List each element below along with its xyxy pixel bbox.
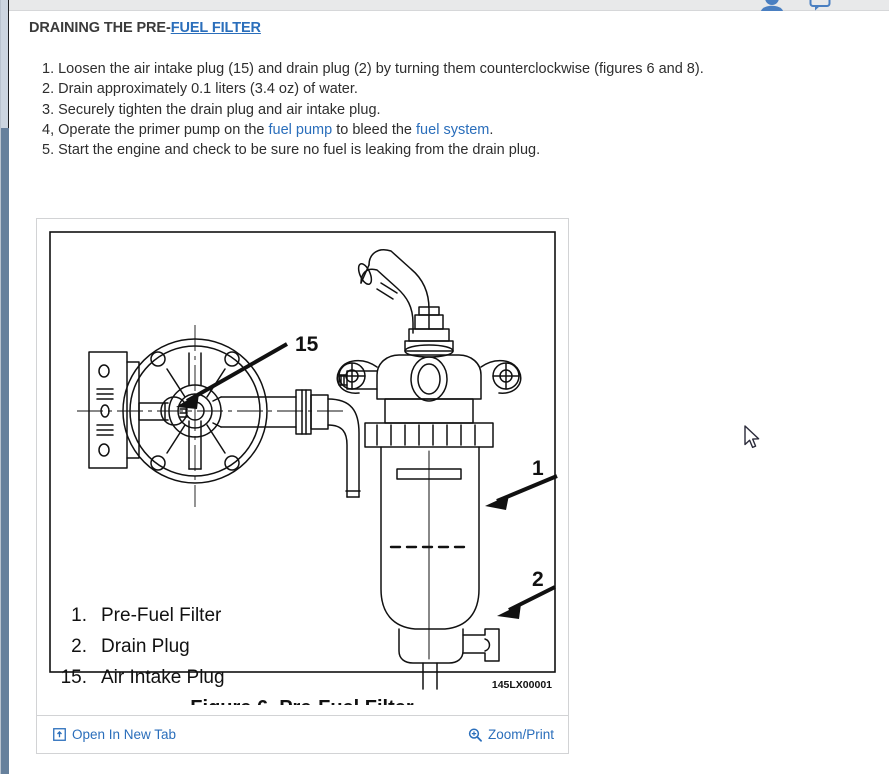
step-text: 2. Drain approximately 0.1 liters (3.4 o… (42, 81, 358, 98)
chat-bubble-icon[interactable] (809, 0, 831, 13)
open-in-new-tab-button[interactable]: Open In New Tab (53, 727, 176, 742)
step-text: . (489, 121, 494, 138)
procedure-steps-list: 1. Loosen the air intake plug (15) and d… (42, 59, 842, 160)
open-in-new-tab-label: Open In New Tab (72, 727, 177, 742)
scrollbar-thumb[interactable] (1, 128, 9, 774)
callout-15-leader (176, 342, 288, 409)
pre-fuel-filter-diagram: 15 1 2 1. Pre (49, 231, 558, 705)
figure-caption: Figure 6. Pre-Fuel Filter (190, 697, 414, 705)
figure-legend: 1. Pre-Fuel Filter 2. Drain Plug 15. Air… (61, 605, 225, 688)
legend-label-2: Drain Plug (101, 636, 190, 657)
legend-label-15: Air Intake Plug (101, 667, 225, 688)
legend-label-1: Pre-Fuel Filter (101, 605, 222, 626)
callout-2-leader (497, 585, 556, 619)
step-text: 3. Securely tighten the drain plug and a… (42, 101, 381, 118)
step-text: 4, Operate the primer pump on the (42, 121, 269, 138)
callout-1-label: 1 (532, 457, 544, 480)
step-inline-link[interactable]: fuel pump (268, 121, 333, 138)
vertical-scrollbar[interactable] (0, 0, 9, 774)
page-title-link[interactable]: FUEL FILTER (170, 20, 261, 36)
step-inline-link[interactable]: fuel system (416, 121, 490, 138)
procedure-step: 5. Start the engine and check to be sure… (42, 140, 842, 160)
procedure-step: 4, Operate the primer pump on the fuel p… (42, 120, 842, 140)
zoom-print-button[interactable]: Zoom/Print (468, 727, 554, 742)
page-title-plain: DRAINING THE PRE- (29, 20, 171, 36)
document-page: DRAINING THE PRE-FUEL FILTER 1. Loosen t… (9, 11, 889, 774)
callout-1-leader (485, 474, 558, 510)
step-text: 1. Loosen the air intake plug (15) and d… (42, 61, 704, 77)
zoom-print-label: Zoom/Print (487, 727, 554, 742)
scrollbar-track[interactable] (1, 0, 9, 128)
callout-2-label: 2 (532, 568, 544, 591)
figure-artwork: 15 1 2 1. Pre (47, 229, 558, 705)
page-title: DRAINING THE PRE-FUEL FILTER (29, 20, 261, 36)
legend-num-15: 15. (61, 667, 87, 688)
figure-toolbar: Open In New Tab Zoom/Print (37, 715, 568, 753)
scrollbar-edge (0, 0, 1, 774)
procedure-step: 2. Drain approximately 0.1 liters (3.4 o… (42, 79, 842, 99)
procedure-step: 3. Securely tighten the drain plug and a… (42, 100, 842, 120)
procedure-step: 1. Loosen the air intake plug (15) and d… (42, 59, 842, 79)
browser-top-chrome (0, 0, 889, 13)
callout-15-label: 15 (295, 333, 319, 356)
magnifier-plus-icon (468, 727, 482, 742)
figure-image-container[interactable]: 15 1 2 1. Pre (37, 219, 570, 716)
legend-num-1: 1. (71, 605, 87, 626)
drawing-number: 145LX00001 (492, 679, 552, 691)
step-text: to bleed the (332, 121, 417, 138)
step-text: 5. Start the engine and check to be sure… (42, 142, 541, 159)
external-link-icon (53, 728, 66, 741)
figure-panel: 15 1 2 1. Pre (36, 218, 569, 754)
legend-num-2: 2. (71, 636, 87, 657)
